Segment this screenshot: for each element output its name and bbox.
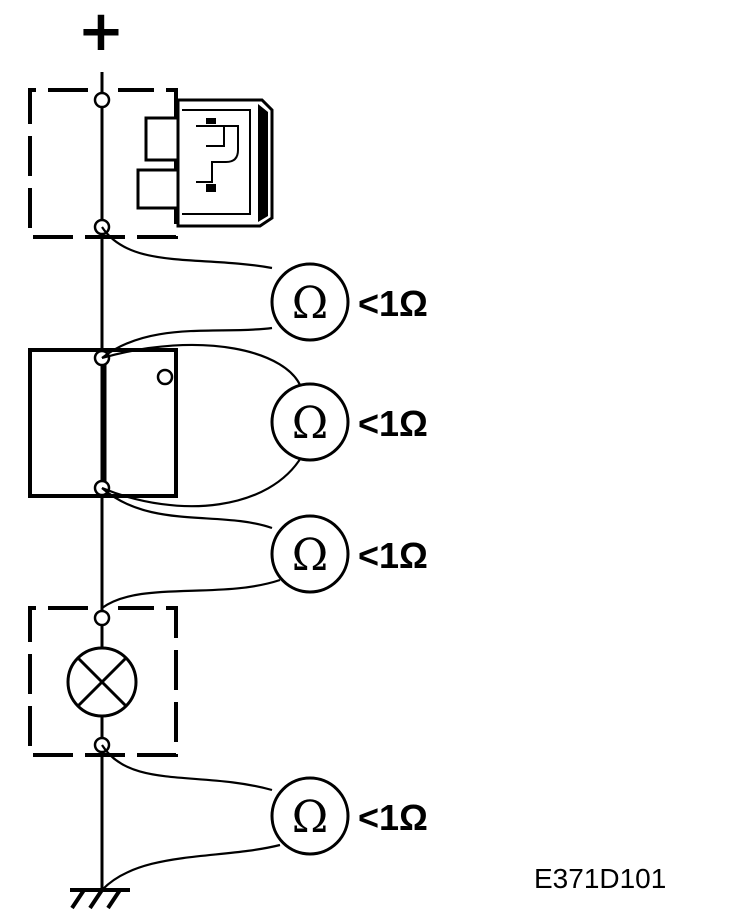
lamp-icon <box>66 646 138 718</box>
blade-fuse-icon <box>136 98 274 228</box>
ohm-symbol: Ω <box>292 530 328 581</box>
probe-lead <box>101 455 303 508</box>
probe-lead <box>101 487 273 530</box>
probe-lead <box>101 326 273 359</box>
lamp-box <box>28 606 178 757</box>
switch-box <box>28 348 178 498</box>
ohmmeter-1: Ω <1Ω <box>270 262 428 342</box>
probe-lead <box>101 343 304 391</box>
switch-box-unused-terminal <box>156 368 174 386</box>
probe-lead <box>101 744 273 792</box>
probe-lead <box>101 226 273 270</box>
ohm-symbol: Ω <box>292 278 328 329</box>
ground-icon <box>70 888 130 910</box>
resistance-reading: <1Ω <box>358 797 428 838</box>
resistance-reading: <1Ω <box>358 535 428 576</box>
probe-lead <box>101 578 281 609</box>
ohmmeter-3: Ω <1Ω <box>270 514 428 594</box>
probe-lead <box>101 843 281 891</box>
ohmmeter-2: Ω <1Ω <box>270 382 428 462</box>
positive-terminal-symbol: + <box>78 0 125 64</box>
figure-code: E371D101 <box>534 863 666 894</box>
resistance-reading: <1Ω <box>358 283 428 324</box>
ohmmeter-4: Ω <1Ω <box>270 776 428 856</box>
fuse-box-top-terminal <box>93 91 111 109</box>
ohm-symbol: Ω <box>292 398 328 449</box>
ohm-symbol: Ω <box>292 792 328 843</box>
resistance-reading: <1Ω <box>358 403 428 444</box>
lamp-box-top-terminal <box>93 609 111 627</box>
